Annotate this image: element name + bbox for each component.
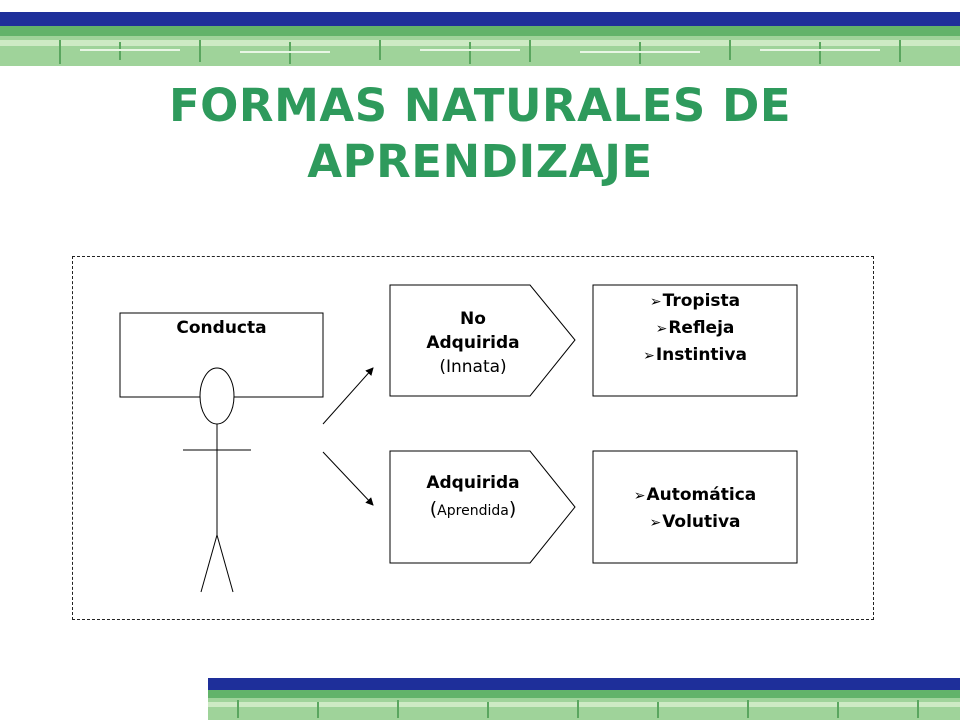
arrowhead-bullet-icon: ➢ (633, 488, 646, 504)
list-item: ➢Volutiva (649, 512, 741, 532)
adquirida-label: Adquirida (Aprendida) (392, 470, 554, 524)
no-adquirida-label: No Adquirida (Innata) (392, 307, 554, 379)
diagram-frame (72, 256, 874, 620)
no-adquirida-line-3: (Innata) (439, 357, 507, 377)
arrowhead-bullet-icon: ➢ (649, 515, 662, 531)
title-line-2: APRENDIZAJE (307, 135, 653, 188)
innate-types-list: ➢Tropista ➢Refleja ➢Instintiva (593, 288, 797, 369)
arrowhead-bullet-icon: ➢ (649, 294, 662, 310)
list-item: ➢Refleja (655, 318, 735, 338)
adquirida-line-2: (Aprendida) (392, 496, 554, 524)
arrowhead-bullet-icon: ➢ (655, 321, 668, 337)
title-line-1: FORMAS NATURALES DE (168, 79, 792, 132)
stick-figure-icon (183, 367, 251, 593)
no-adquirida-shape (389, 284, 576, 397)
innate-types-box (592, 284, 798, 397)
adquirida-line-1: Adquirida (426, 473, 520, 493)
list-item: ➢Tropista (649, 291, 741, 311)
bottom-decorative-band (208, 678, 960, 720)
slide-title: FORMAS NATURALES DE APRENDIZAJE (0, 78, 960, 190)
learned-types-box (592, 450, 798, 564)
arrowhead-bullet-icon: ➢ (643, 348, 655, 364)
adquirida-sub-label: Aprendida (437, 503, 509, 519)
adquirida-close-paren: ) (508, 498, 517, 520)
learned-types-list: ➢Automática ➢Volutiva (593, 482, 797, 536)
list-item: ➢Instintiva (643, 345, 747, 365)
arrow-to-adquirida (322, 451, 374, 506)
conducta-label: Conducta (176, 318, 267, 338)
top-decorative-band (0, 12, 960, 66)
arrow-to-no-adquirida (322, 367, 374, 425)
list-item: ➢Automática (633, 485, 757, 505)
adquirida-shape (389, 450, 576, 564)
adquirida-open-paren: ( (429, 498, 438, 520)
no-adquirida-line-1: No (460, 309, 486, 329)
no-adquirida-line-2: Adquirida (426, 333, 520, 353)
